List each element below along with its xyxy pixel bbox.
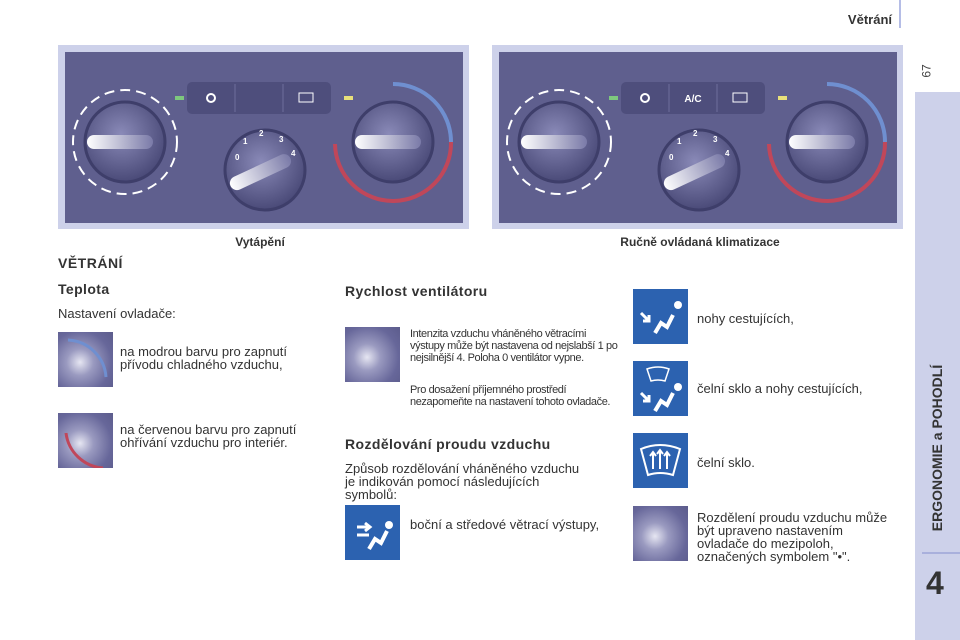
- fan-heading: Rychlost ventilátoru: [345, 283, 488, 299]
- windscreen-feet-label: čelní sklo a nohy cestujících,: [697, 381, 863, 396]
- indicator-led: [175, 96, 184, 100]
- knob-handle: [789, 135, 855, 149]
- intermediate-position-thumbnail: [633, 506, 688, 561]
- rear-defrost-icon: [732, 92, 748, 103]
- fan-speed-label: 2: [693, 129, 698, 138]
- temperature-intro: Nastavení ovladače:: [58, 306, 176, 321]
- hot-scale: [767, 141, 888, 203]
- fan-description: Intenzita vzduchu vháněného větracími vý…: [410, 328, 618, 364]
- knob-handle: [355, 135, 421, 149]
- windscreen-label: čelní sklo.: [697, 455, 755, 470]
- fan-speed-label: 2: [259, 129, 264, 138]
- ac-button-label: A/C: [684, 94, 701, 105]
- temperature-heading: Teplota: [58, 281, 110, 297]
- indicator-led: [609, 96, 618, 100]
- cold-description: na modrou barvu pro zapnutí přívodu chla…: [120, 344, 287, 372]
- recirculation-icon: [206, 93, 216, 103]
- fan-speed-label: 1: [243, 137, 248, 146]
- feet-label: nohy cestujících,: [697, 311, 794, 326]
- chapter-number: 4: [926, 565, 944, 601]
- cold-scale: [826, 82, 887, 143]
- fan-tip: Pro dosažení příjemného prostředí nezapo…: [410, 384, 611, 408]
- fan-knob-thumbnail: [345, 327, 400, 382]
- knob-handle: [229, 154, 292, 191]
- indicator-led: [344, 96, 353, 100]
- intermediate-position-text: Rozdělení proudu vzduchu může být uprave…: [697, 510, 888, 564]
- figure-caption: Ručně ovládaná klimatizace: [620, 235, 780, 249]
- feet-icon: [633, 289, 688, 344]
- hot-knob-thumbnail: [58, 413, 113, 470]
- chapter-divider: [922, 552, 960, 554]
- cold-scale: [392, 82, 453, 143]
- fan-speed-label: 0: [669, 153, 674, 162]
- fan-speed-label: 0: [235, 153, 240, 162]
- page-heading: VĚTRÁNÍ: [58, 255, 123, 271]
- fan-speed-label: 3: [279, 135, 284, 144]
- fan-speed-label: 3: [713, 135, 718, 144]
- fan-speed-label: 4: [291, 149, 296, 158]
- hot-scale: [333, 141, 454, 203]
- chapter-tab: [915, 92, 960, 640]
- knob-handle: [521, 135, 587, 149]
- distribution-scale: [506, 89, 612, 195]
- figure-caption: Vytápění: [235, 235, 285, 249]
- distribution-scale: [72, 89, 178, 195]
- distribution-intro: Způsob rozdělování vháněného vzduchu je …: [345, 461, 580, 502]
- knob-handle: [87, 135, 153, 149]
- windscreen-feet-icon: [633, 361, 688, 416]
- fan-speed-label: 4: [725, 149, 730, 158]
- section-title: Větrání: [847, 12, 892, 27]
- button-strip: [621, 82, 765, 114]
- hot-description: na červenou barvu pro zapnutí ohřívání v…: [120, 422, 297, 450]
- vents-icon: [345, 505, 400, 560]
- windscreen-icon: [633, 433, 688, 488]
- distribution-heading: Rozdělování proudu vzduchu: [345, 436, 551, 452]
- rear-defrost-icon: [298, 92, 314, 103]
- vents-label: boční a středové větrací výstupy,: [410, 517, 600, 532]
- recirculation-icon: [640, 93, 650, 103]
- cold-knob-thumbnail: [58, 332, 113, 387]
- knob-handle: [663, 154, 726, 191]
- indicator-led: [778, 96, 787, 100]
- header-divider: [899, 0, 901, 28]
- chapter-title: ERGONOMIE a POHODLÍ: [929, 364, 945, 532]
- button-strip: [187, 82, 331, 114]
- fan-speed-label: 1: [677, 137, 682, 146]
- page-number: 67: [919, 64, 934, 78]
